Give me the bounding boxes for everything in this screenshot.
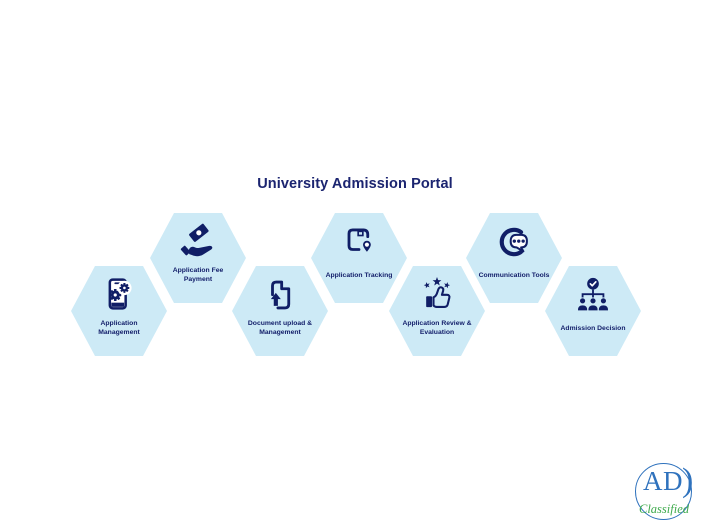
hexagon-admission-decision: Admission Decision <box>545 266 641 356</box>
hexagon-application-fee-payment: Application Fee Payment <box>150 213 246 303</box>
hexagon-document-upload: Document upload & Management <box>232 266 328 356</box>
brand-logo: AD ) Classified <box>630 458 708 528</box>
logo-monogram: AD <box>643 466 683 496</box>
hexagon-label: Document upload & Management <box>247 320 313 336</box>
org-chart-check-icon <box>577 277 609 312</box>
phone-gears-icon <box>108 278 132 310</box>
hexagon-label: Application Fee Payment <box>172 267 224 283</box>
hexagon-label: Application Management <box>98 320 140 336</box>
hexagon-application-review: Application Review & Evaluation <box>389 266 485 356</box>
hexagon-label: Application Tracking <box>325 271 393 279</box>
document-upload-icon <box>270 280 291 310</box>
thumbs-up-stars-icon <box>423 277 451 308</box>
hexagon-application-management: Application Management <box>71 266 167 356</box>
hexagon-communication-tools: Communication Tools <box>466 213 562 303</box>
logo-subtext: Classified <box>638 502 689 516</box>
logo-circle <box>635 463 692 520</box>
package-location-icon <box>347 228 374 256</box>
hexagon-label: Application Review & Evaluation <box>402 320 472 336</box>
page-title: University Admission Portal <box>257 176 453 192</box>
chat-bubble-dots-icon <box>499 227 528 257</box>
hexagon-application-tracking: Application Tracking <box>311 213 407 303</box>
hexagon-label: Admission Decision <box>560 324 626 332</box>
hexagon-label: Communication Tools <box>478 271 550 279</box>
logo-paren-mark: ) <box>682 462 694 499</box>
hand-money-icon <box>180 223 213 257</box>
